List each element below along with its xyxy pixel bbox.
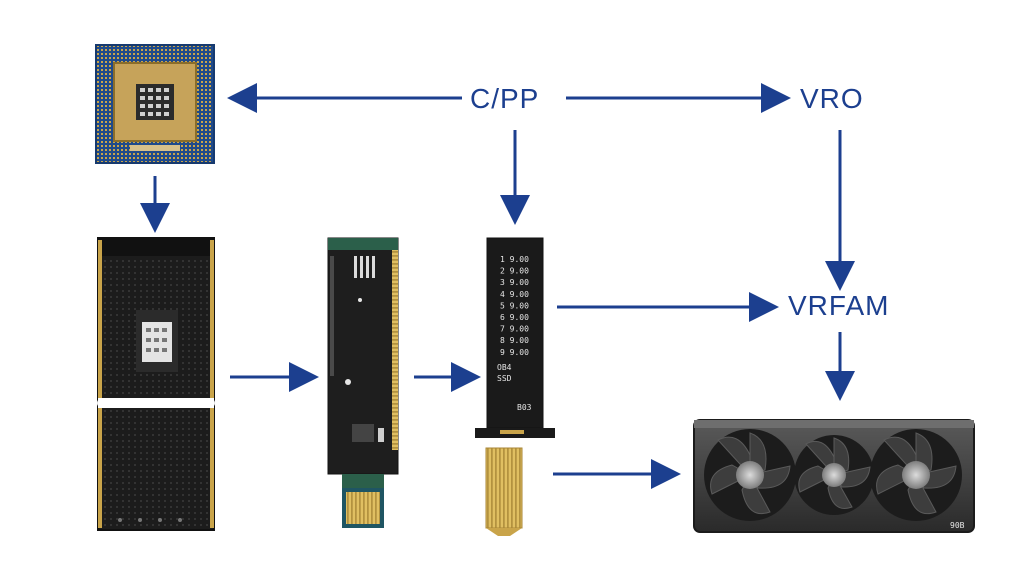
ssd-row-text: 6 9.00 bbox=[500, 313, 529, 322]
ssd-row-text: 5 9.00 bbox=[500, 301, 529, 310]
gpu-fan-left-icon bbox=[704, 429, 796, 521]
label-vro: VRO bbox=[800, 83, 864, 114]
gpu-image: 90B bbox=[693, 419, 975, 533]
ssd-row-text: 1 9.00 bbox=[500, 255, 529, 264]
ssd-row-text: 8 9.00 bbox=[500, 336, 529, 345]
ssd-tag-line1: OB4 bbox=[497, 363, 512, 372]
gpu-model-tag: 90B bbox=[950, 521, 965, 530]
ssd-tag-line2: SSD bbox=[497, 374, 512, 383]
nvme-card-image bbox=[327, 237, 399, 528]
ssd-card-image: 1 9.00 2 9.00 3 9.00 4 9.00 5 9.00 6 9.00 7 9.… bbox=[475, 237, 555, 536]
label-cpp: C/PP bbox=[470, 83, 540, 114]
ssd-row-text: 3 9.00 bbox=[500, 278, 529, 287]
gpu-fan-right-icon bbox=[870, 429, 962, 521]
ssd-row-text: 7 9.00 bbox=[500, 325, 529, 334]
arrows bbox=[140, 83, 855, 489]
cpu-chip-image bbox=[95, 44, 215, 164]
motherboard-image bbox=[97, 237, 215, 531]
ssd-chip-label: B03 bbox=[517, 403, 532, 412]
ssd-row-text: 4 9.00 bbox=[500, 290, 529, 299]
ssd-row-text: 9 9.00 bbox=[500, 348, 529, 357]
ssd-row-text: 2 9.00 bbox=[500, 267, 529, 276]
label-vrfam: VRFAM bbox=[788, 290, 890, 321]
gpu-fan-center-icon bbox=[794, 435, 874, 515]
